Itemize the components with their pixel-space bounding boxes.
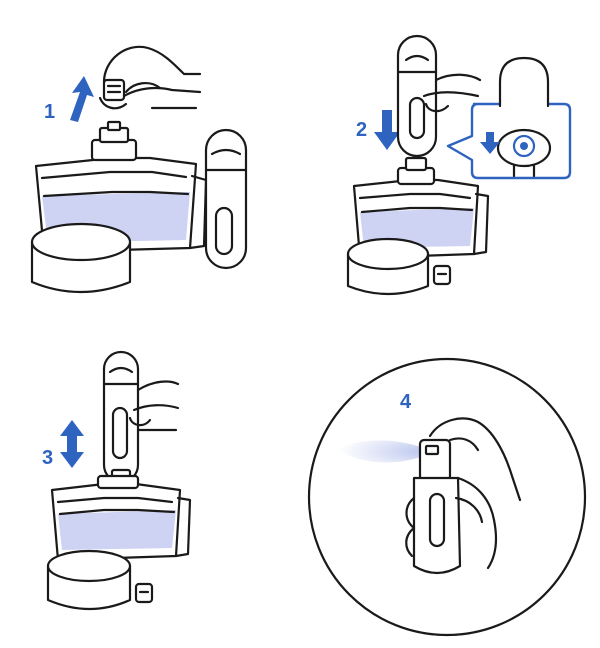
base-cylinder bbox=[48, 551, 130, 609]
step-4-number: 4 bbox=[400, 391, 412, 413]
up-down-arrow-icon bbox=[60, 420, 84, 468]
spray-mist bbox=[338, 440, 424, 462]
step-3-number: 3 bbox=[42, 447, 53, 469]
atomizer-icon bbox=[398, 36, 436, 156]
cap-icon bbox=[434, 266, 450, 284]
step-1-panel: 1 bbox=[32, 47, 246, 292]
cap-icon bbox=[104, 80, 124, 100]
down-arrow-icon bbox=[374, 110, 400, 150]
step-2-panel: 2 bbox=[348, 36, 570, 294]
step-4-panel: 4 bbox=[309, 359, 585, 635]
step-3-panel: 3 bbox=[42, 352, 190, 609]
atomizer-icon bbox=[206, 130, 246, 268]
base-cylinder bbox=[348, 239, 428, 294]
base-cylinder bbox=[32, 224, 130, 292]
step-1-number: 1 bbox=[44, 101, 55, 123]
perfume-bottle-icon bbox=[52, 476, 190, 560]
cap-icon bbox=[136, 584, 152, 602]
step-2-number: 2 bbox=[356, 119, 367, 141]
atomizer-icon bbox=[414, 440, 460, 573]
atomizer-icon bbox=[104, 352, 138, 482]
up-arrow-icon bbox=[70, 76, 94, 122]
